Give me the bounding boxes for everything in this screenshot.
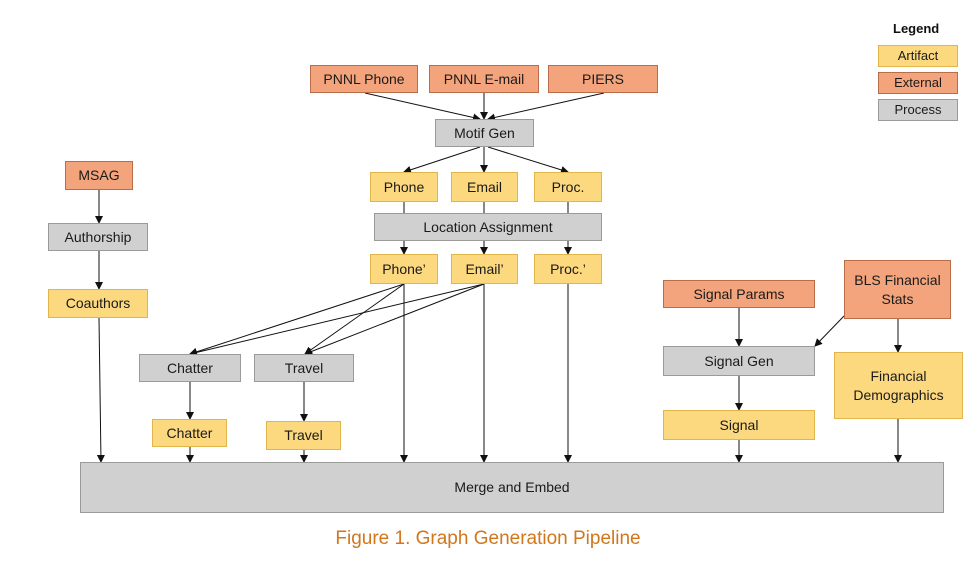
- edge-pnnl-phone-to-motif-gen: [364, 92, 481, 122]
- edge-bls-stats-to-signal-gen: [814, 315, 845, 347]
- node-email: Email: [451, 172, 518, 202]
- edge-motif-gen-to-proc: [487, 146, 569, 174]
- legend-artifact: Artifact: [878, 45, 958, 67]
- node-financial-demographics: Financial Demographics: [834, 352, 963, 419]
- node-pnnl-phone: PNNL Phone: [310, 65, 418, 93]
- node-chatter-artifact: Chatter: [152, 419, 227, 447]
- node-travel-artifact: Travel: [266, 421, 341, 450]
- legend-process: Process: [878, 99, 958, 121]
- edge-email-prime-to-chatter-proc: [189, 283, 485, 357]
- node-email-prime: Email’: [451, 254, 518, 284]
- node-coauthors: Coauthors: [48, 289, 148, 318]
- edge-phone-prime-to-chatter-proc: [189, 283, 405, 356]
- node-signal-gen: Signal Gen: [663, 346, 815, 376]
- node-signal: Signal: [663, 410, 815, 440]
- edge-piers-to-motif-gen: [487, 92, 605, 122]
- edge-motif-gen-to-phone: [403, 146, 481, 174]
- node-piers: PIERS: [548, 65, 658, 93]
- figure-caption: Figure 1. Graph Generation Pipeline: [335, 528, 641, 549]
- edge-phone-prime-to-travel-proc: [304, 283, 405, 355]
- node-authorship: Authorship: [48, 223, 148, 251]
- node-chatter-process: Chatter: [139, 354, 241, 382]
- legend-external: External: [878, 72, 958, 94]
- node-motif-gen: Motif Gen: [435, 119, 534, 147]
- node-merge-and-embed: Merge and Embed: [80, 462, 944, 513]
- node-proc-prime: Proc.’: [534, 254, 602, 284]
- legend-title: Legend: [893, 21, 940, 36]
- node-proc: Proc.: [534, 172, 602, 202]
- node-pnnl-email: PNNL E-mail: [429, 65, 539, 93]
- node-signal-params: Signal Params: [663, 280, 815, 308]
- node-location-assignment: Location Assignment: [374, 213, 602, 241]
- node-bls-financial-stats: BLS Financial Stats: [844, 260, 951, 319]
- node-phone: Phone: [370, 172, 438, 202]
- edge-coauthors-to-merge-embed: [96, 317, 105, 463]
- node-msag: MSAG: [65, 161, 133, 190]
- edge-email-prime-to-travel-proc: [304, 283, 485, 356]
- node-travel-process: Travel: [254, 354, 354, 382]
- node-phone-prime: Phone’: [370, 254, 438, 284]
